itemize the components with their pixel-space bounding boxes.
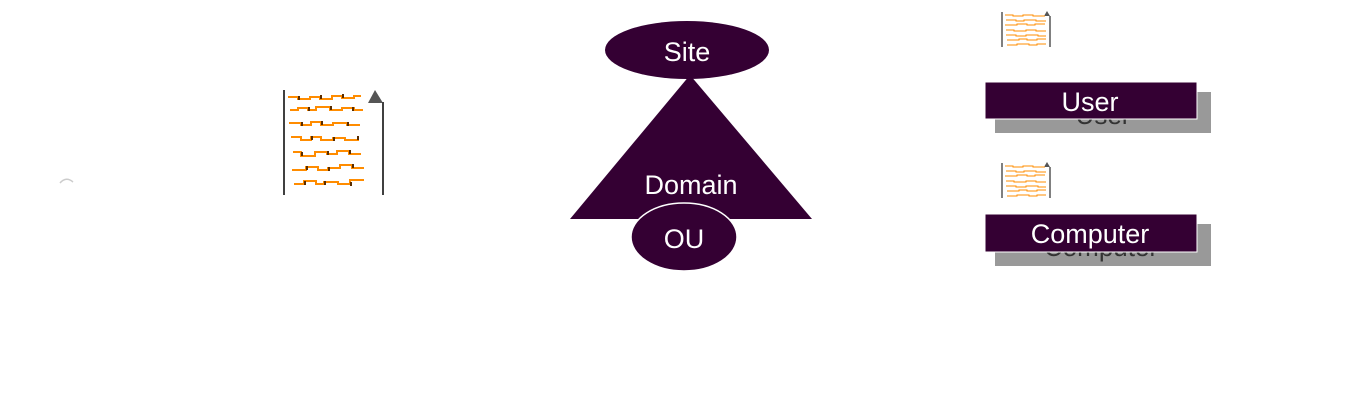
site-node <box>605 21 769 79</box>
user-document-icon <box>1001 11 1051 47</box>
computer-label: Computer <box>1031 219 1150 249</box>
ou-node <box>630 202 738 272</box>
computer-document-icon <box>1001 162 1051 198</box>
domain-node <box>570 75 812 219</box>
main-document-icon <box>283 90 384 195</box>
site-label: Site <box>664 37 711 67</box>
ou-label: OU <box>664 224 705 254</box>
domain-label: Domain <box>644 170 737 200</box>
user-node: User User <box>984 81 1211 133</box>
computer-node: Computer Computer <box>984 213 1211 266</box>
user-label: User <box>1061 87 1118 117</box>
arc-mark-icon <box>59 178 74 184</box>
